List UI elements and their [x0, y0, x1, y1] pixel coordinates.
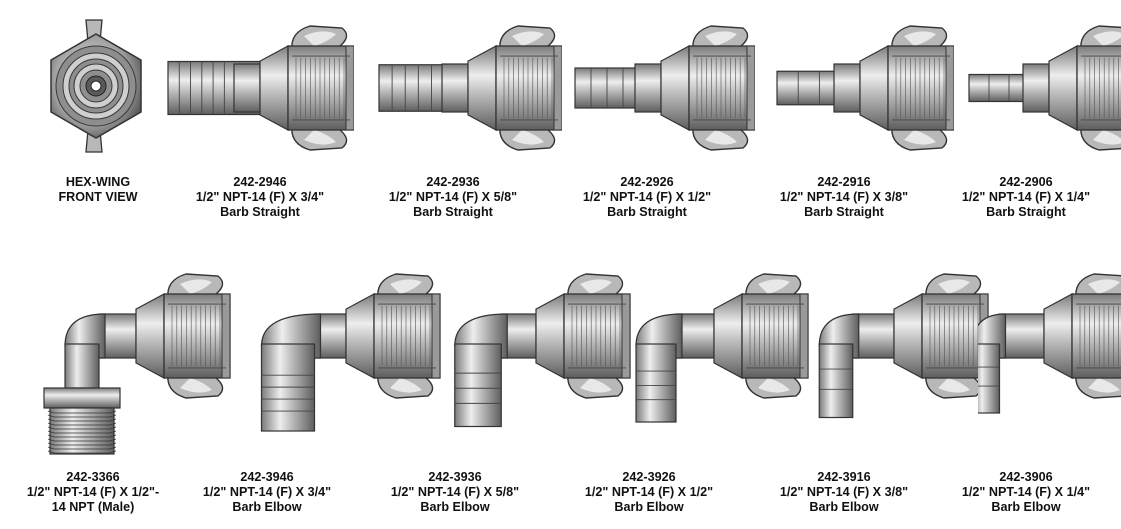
- part-number: 242-2906: [999, 175, 1053, 189]
- part-number: 242-3916: [817, 470, 871, 484]
- fitting-caption-242-3906: 242-3906 1/2" NPT-14 (F) X 1/4" Barb Elb…: [931, 470, 1121, 515]
- fitting-caption-242-3946: 242-3946 1/2" NPT-14 (F) X 3/4" Barb Elb…: [172, 470, 362, 515]
- fitting-caption-242-2936: 242-2936 1/2" NPT-14 (F) X 5/8" Barb Str…: [358, 175, 548, 220]
- barb-elbow-figure: [260, 273, 441, 432]
- part-spec: 1/2" NPT-14 (F) X 1/4": [961, 485, 1091, 499]
- barb-elbow-figure: [978, 273, 1121, 414]
- fitting-caption-242-2946: 242-2946 1/2" NPT-14 (F) X 3/4" Barb Str…: [165, 175, 355, 220]
- fitting-caption-242-2926: 242-2926 1/2" NPT-14 (F) X 1/2" Barb Str…: [552, 175, 742, 220]
- part-type: Barb Elbow: [614, 500, 684, 514]
- part-type: Barb Straight: [804, 205, 884, 219]
- part-spec: 1/2" NPT-14 (F) X 5/8": [388, 190, 518, 204]
- part-number: 242-2936: [426, 175, 480, 189]
- straight-fitting-figure: [574, 25, 755, 151]
- front-view-caption: HEX-WING FRONT VIEW: [58, 175, 138, 204]
- fitting-caption-242-3936: 242-3936 1/2" NPT-14 (F) X 5/8" Barb Elb…: [360, 470, 550, 515]
- barb-elbow-figure: [818, 273, 989, 419]
- barb-elbow-figure: [454, 273, 631, 428]
- part-type: Barb Straight: [413, 205, 493, 219]
- fitting-caption-242-3916: 242-3916 1/2" NPT-14 (F) X 3/8" Barb Elb…: [749, 470, 939, 515]
- part-type: Barb Straight: [220, 205, 300, 219]
- fitting-caption-242-2916: 242-2916 1/2" NPT-14 (F) X 3/8" Barb Str…: [749, 175, 939, 220]
- part-spec: 1/2" NPT-14 (F) X 1/2": [582, 190, 712, 204]
- part-type: Barb Elbow: [420, 500, 490, 514]
- straight-fitting-figure: [167, 25, 354, 151]
- part-spec: 1/2" NPT-14 (F) X 1/4": [961, 190, 1091, 204]
- male-npt-elbow-figure: [43, 273, 231, 455]
- part-spec: 1/2" NPT-14 (F) X 3/4": [195, 190, 325, 204]
- part-spec: 1/2" NPT-14 (F) X 1/2": [584, 485, 714, 499]
- straight-fitting-figure: [378, 25, 562, 151]
- part-number: 242-2926: [620, 175, 674, 189]
- part-spec: 1/2" NPT-14 (F) X 3/4": [202, 485, 332, 499]
- part-type: Barb Elbow: [809, 500, 879, 514]
- part-spec: 1/2" NPT-14 (F) X 3/8": [779, 190, 909, 204]
- part-type: Barb Elbow: [232, 500, 302, 514]
- part-type: Barb Straight: [986, 205, 1066, 219]
- straight-fitting-figure: [968, 25, 1121, 151]
- part-number: 242-3906: [999, 470, 1053, 484]
- part-number: 242-3926: [622, 470, 676, 484]
- part-number: 242-2916: [817, 175, 871, 189]
- part-number: 242-3936: [428, 470, 482, 484]
- part-number: 242-3946: [240, 470, 294, 484]
- part-type: 14 NPT (Male): [51, 500, 135, 514]
- fitting-caption-242-2906: 242-2906 1/2" NPT-14 (F) X 1/4" Barb Str…: [931, 175, 1121, 220]
- barb-elbow-figure: [635, 273, 809, 423]
- hex-wing-front-view-icon: [50, 19, 142, 153]
- part-spec: 1/2" NPT-14 (F) X 1/2"-: [26, 485, 160, 499]
- part-number: 242-3366: [66, 470, 120, 484]
- part-type: Barb Elbow: [991, 500, 1061, 514]
- part-spec: 1/2" NPT-14 (F) X 5/8": [390, 485, 520, 499]
- fitting-caption-242-3366: 242-3366 1/2" NPT-14 (F) X 1/2"- 14 NPT …: [0, 470, 188, 515]
- part-number: 242-2946: [233, 175, 287, 189]
- part-spec: 1/2" NPT-14 (F) X 3/8": [779, 485, 909, 499]
- part-type: Barb Straight: [607, 205, 687, 219]
- straight-fitting-figure: [776, 25, 954, 151]
- fitting-caption-242-3926: 242-3926 1/2" NPT-14 (F) X 1/2" Barb Elb…: [554, 470, 744, 515]
